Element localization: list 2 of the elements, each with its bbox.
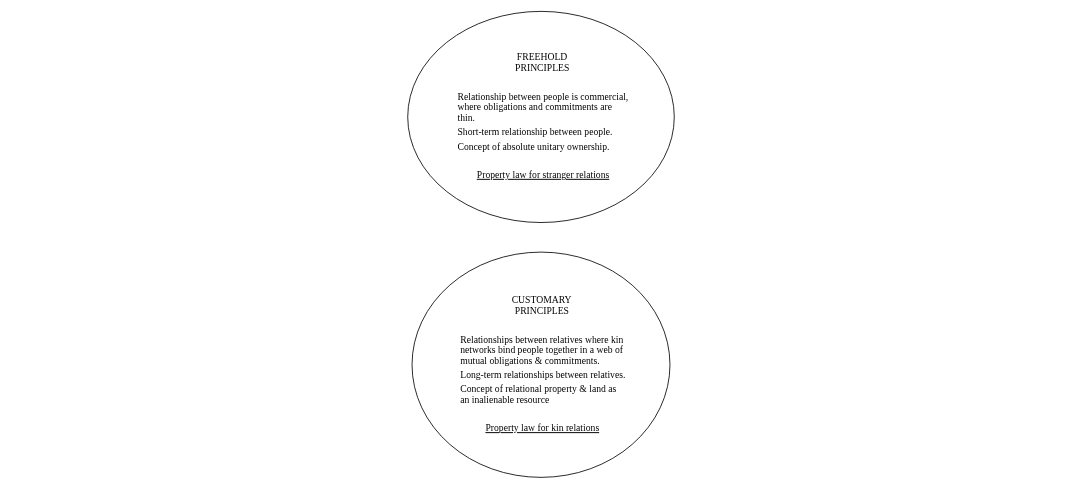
node-ellipse: CUSTOMARY PRINCIPLES Relationships between relatives where kin networks bind people together in a web of mutual obligations & commitments. Long-term relationships between relatives. Concept of relational property & land as an inalienable resource Property law for kin relations bbox=[411, 251, 670, 478]
node-ellipse: FREEHOLD PRINCIPLES Relationship between people is commercial, where obligations and commitments are thin. Short-term relationship between people. Concept of absolute unitary ownership. Property law for stranger relations bbox=[406, 10, 675, 223]
